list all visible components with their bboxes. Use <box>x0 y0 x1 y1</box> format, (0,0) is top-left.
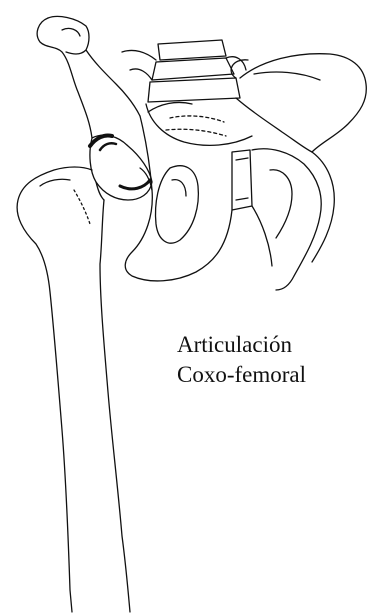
caption-line-2: Coxo-femoral <box>177 360 306 390</box>
caption-line-1: Articulación <box>177 330 306 360</box>
right-iliac-wing <box>231 54 366 152</box>
femur <box>17 167 130 612</box>
ilium <box>37 16 140 138</box>
pubic-symphysis <box>232 150 252 210</box>
femoral-head <box>90 135 152 200</box>
figure-caption: Articulación Coxo-femoral <box>177 330 306 390</box>
vertebrae <box>122 40 246 102</box>
sacrum <box>146 102 252 145</box>
obturator-foramen <box>156 166 199 243</box>
right-pubis <box>252 149 334 290</box>
